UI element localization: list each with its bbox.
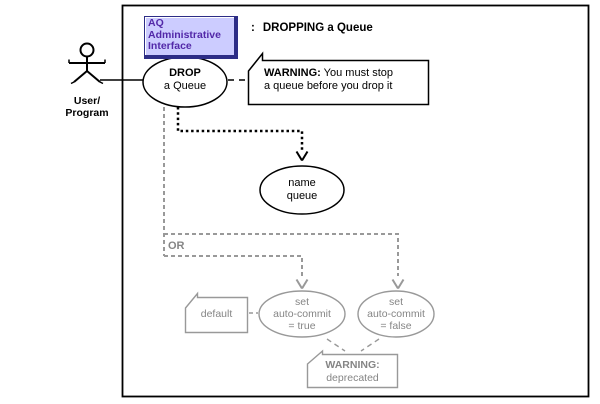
true-label-line2: auto-commit bbox=[273, 308, 331, 320]
false-label-line2: auto-commit bbox=[367, 308, 425, 320]
actor-label-line1: User/ bbox=[73, 95, 101, 107]
deprecated-line2: deprecated bbox=[326, 372, 379, 384]
or-branch-flow bbox=[163, 107, 399, 276]
true-branch-arrowhead-icon bbox=[295, 278, 309, 290]
interface-title-line2: Interface bbox=[148, 40, 192, 52]
name-queue-label-line1: name bbox=[288, 177, 316, 189]
false-deprecated-connector bbox=[360, 338, 380, 352]
false-label-line3: = false bbox=[380, 320, 412, 332]
stop-warning-note bbox=[247, 51, 430, 106]
set-autocommit-true-label: set auto-commit = true bbox=[258, 296, 346, 332]
stop-warning-text: WARNING: You must stop a queue before yo… bbox=[264, 67, 424, 93]
namequeue-arrowhead-icon bbox=[295, 150, 309, 162]
stop-warning-prefix: WARNING: bbox=[264, 67, 321, 79]
default-note-label: default bbox=[200, 308, 233, 320]
or-label: OR bbox=[168, 240, 185, 252]
false-label-line1: set bbox=[388, 296, 403, 308]
drop-queue-label-line1: DROP bbox=[169, 67, 201, 79]
deprecated-prefix: WARNING: bbox=[325, 359, 380, 371]
name-queue-label-line2: queue bbox=[286, 190, 318, 202]
header-separator: : bbox=[251, 22, 255, 34]
deprecated-note-label: WARNING: deprecated bbox=[308, 359, 397, 385]
stop-warning-rest: You must stop bbox=[320, 67, 393, 79]
interface-title-box: AQ Administrative Interface bbox=[144, 16, 238, 59]
page-title: DROPPING a Queue bbox=[262, 22, 373, 34]
actor-label-line2: Program bbox=[65, 107, 109, 119]
drop-queue-label: DROP a Queue bbox=[143, 67, 227, 93]
drop-namequeue-flow bbox=[176, 107, 304, 150]
set-autocommit-false-ellipse bbox=[357, 290, 435, 338]
true-label-line1: set bbox=[294, 296, 309, 308]
false-branch-arrowhead-icon bbox=[391, 278, 405, 290]
true-deprecated-connector bbox=[326, 338, 346, 352]
name-queue-ellipse bbox=[259, 165, 345, 215]
stop-warning-line2: a queue before you drop it bbox=[264, 80, 393, 92]
diagram-frame bbox=[121, 4, 590, 398]
set-autocommit-false-label: set auto-commit = false bbox=[352, 296, 440, 332]
name-queue-label: name queue bbox=[260, 177, 344, 203]
actor-label: User/ Program bbox=[57, 95, 117, 119]
set-autocommit-true-ellipse bbox=[258, 290, 346, 338]
interface-title-line1: AQ Administrative bbox=[148, 17, 221, 41]
deprecated-note bbox=[306, 349, 399, 389]
drop-queue-label-line2: a Queue bbox=[163, 80, 207, 92]
actor-icon bbox=[68, 42, 106, 85]
diagram-header: : DROPPING a Queue bbox=[251, 21, 373, 35]
true-label-line3: = true bbox=[288, 320, 316, 332]
default-note bbox=[184, 291, 249, 334]
